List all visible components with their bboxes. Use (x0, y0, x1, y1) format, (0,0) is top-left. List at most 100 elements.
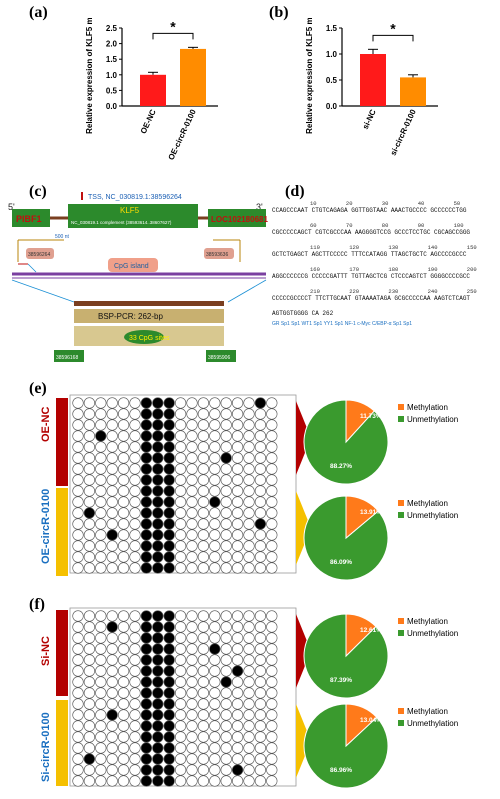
unmethylated-site (209, 529, 221, 541)
unmethylated-site (232, 540, 244, 552)
unmethylated-site (106, 643, 118, 655)
unmethylated-site (117, 764, 130, 776)
cpg-sites-label: 33 CpG sites (129, 335, 170, 342)
group-label-e-bottom: OE-circR-0100 (40, 488, 52, 564)
methylation-grid-e (69, 394, 311, 574)
legend-label: Unmethylation (407, 629, 458, 638)
methylated-site (152, 720, 164, 732)
unmethylated-site (197, 507, 209, 519)
methylated-site (163, 643, 175, 655)
methylated-site (152, 452, 164, 464)
y-tick-label: 1.0 (106, 71, 118, 80)
sequence-line: AGGCCCCCCG CCCCCGATTT TGTTAGCTCG CTCCCAG… (272, 273, 471, 280)
unmethylated-site (83, 474, 96, 486)
sequence-line: CCAGCCCAAT CTGTCAGAGA GGTTGGTAAC AAACTGC… (272, 207, 467, 214)
unmethylated-site (72, 753, 84, 765)
unmethylated-site (197, 643, 209, 655)
arrow-icon (296, 704, 311, 778)
unmethylated-site (129, 408, 141, 420)
pie-value-label: 86.96% (330, 767, 352, 774)
unmethylated-site (106, 731, 118, 743)
methylated-site (140, 441, 152, 453)
unmethylated-site (220, 562, 232, 574)
unmethylated-site (186, 496, 198, 508)
unmethylated-site (117, 496, 130, 508)
unmethylated-site (95, 419, 107, 431)
unmethylated-site (209, 518, 221, 530)
unmethylated-site (83, 676, 96, 688)
unmethylated-site (95, 408, 107, 420)
unmethylated-site (232, 441, 244, 453)
unmethylated-site (72, 430, 84, 442)
unmethylated-site (72, 518, 84, 530)
significance-bracket (372, 34, 414, 42)
unmethylated-site (95, 529, 107, 541)
unmethylated-site (72, 632, 84, 644)
unmethylated-site (209, 452, 221, 464)
methylated-site (152, 419, 164, 431)
arrow-icon (296, 614, 311, 688)
methylated-site (232, 764, 244, 776)
unmethylated-site (186, 441, 198, 453)
unmethylated-site (95, 764, 107, 776)
unmethylated-site (83, 441, 96, 453)
unmethylated-site (243, 540, 255, 552)
unmethylated-site (129, 540, 141, 552)
unmethylated-site (174, 551, 187, 563)
methylated-site (152, 529, 164, 541)
methylated-site (163, 419, 175, 431)
methylated-site (163, 518, 175, 530)
methylated-site (152, 731, 164, 743)
methylated-site (152, 643, 164, 655)
group-label-f-bottom: Si-circR-0100 (40, 712, 52, 782)
y-tick-label: 0.0 (326, 102, 338, 111)
methylated-site (152, 753, 164, 765)
methylated-site (140, 709, 152, 721)
legend-swatch (398, 500, 404, 506)
unmethylated-site (254, 764, 266, 776)
unmethylated-site (129, 496, 141, 508)
unmethylated-site (266, 687, 278, 699)
unmethylated-site (197, 753, 209, 765)
unmethylated-site (106, 562, 118, 574)
y-axis-label: Relative expression of KLF5 mRNA (305, 18, 314, 134)
methylated-site (140, 742, 152, 754)
unmethylated-site (117, 742, 130, 754)
unmethylated-site (72, 562, 84, 574)
unmethylated-site (243, 665, 255, 677)
unmethylated-site (83, 709, 96, 721)
unmethylated-site (209, 742, 221, 754)
methylated-site (152, 540, 164, 552)
unmethylated-site (243, 687, 255, 699)
unmethylated-site (209, 419, 221, 431)
panel-label-c: (c) (29, 183, 47, 200)
methylated-site (83, 753, 96, 765)
unmethylated-site (197, 775, 209, 787)
unmethylated-site (266, 562, 278, 574)
unmethylated-site (266, 632, 278, 644)
unmethylated-site (186, 430, 198, 442)
unmethylated-site (83, 643, 96, 655)
methylated-site (106, 529, 118, 541)
unmethylated-site (209, 775, 221, 787)
unmethylated-site (95, 676, 107, 688)
unmethylated-site (220, 720, 232, 732)
unmethylated-site (186, 698, 198, 710)
unmethylated-site (254, 621, 266, 633)
methylated-site (140, 529, 152, 541)
methylated-site (140, 562, 152, 574)
unmethylated-site (197, 654, 209, 666)
methylated-site (220, 452, 232, 464)
legend-swatch (398, 630, 404, 636)
unmethylated-site (266, 551, 278, 563)
unmethylated-site (232, 775, 244, 787)
unmethylated-site (117, 720, 130, 732)
methylated-site (140, 775, 152, 787)
unmethylated-site (174, 720, 187, 732)
unmethylated-site (232, 643, 244, 655)
unmethylated-site (266, 529, 278, 541)
unmethylated-site (72, 742, 84, 754)
unmethylated-site (220, 518, 232, 530)
unmethylated-site (174, 610, 187, 622)
